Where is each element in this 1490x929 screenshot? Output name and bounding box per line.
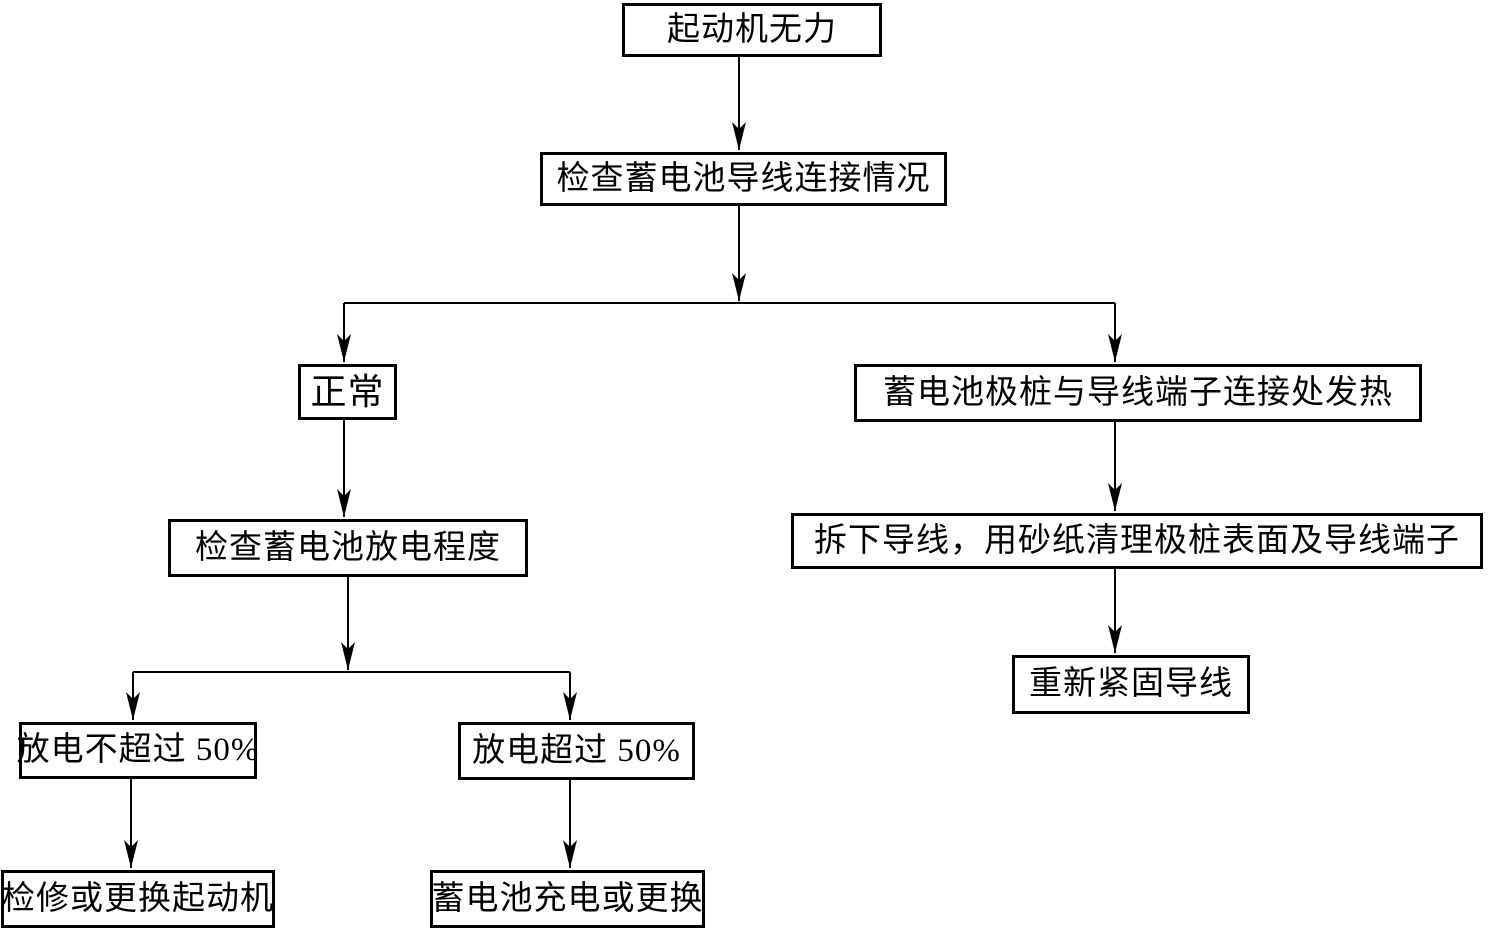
node-start: 起动机无力 <box>622 3 882 57</box>
node-clean-terminals: 拆下导线，用砂纸清理极桩表面及导线端子 <box>791 513 1483 569</box>
node-terminal-hot: 蓄电池极桩与导线端子连接处发热 <box>854 364 1422 422</box>
node-discharge-over-50: 放电超过 50% <box>458 722 695 780</box>
node-normal: 正常 <box>298 364 397 420</box>
node-refasten-wire: 重新紧固导线 <box>1012 655 1250 714</box>
node-check-wire-connection: 检查蓄电池导线连接情况 <box>540 152 947 206</box>
node-check-discharge-level: 检查蓄电池放电程度 <box>168 519 528 577</box>
node-discharge-not-over-50: 放电不超过 50% <box>17 722 258 779</box>
node-charge-or-replace-battery: 蓄电池充电或更换 <box>430 870 705 928</box>
node-repair-or-replace-starter: 检修或更换起动机 <box>1 870 275 928</box>
